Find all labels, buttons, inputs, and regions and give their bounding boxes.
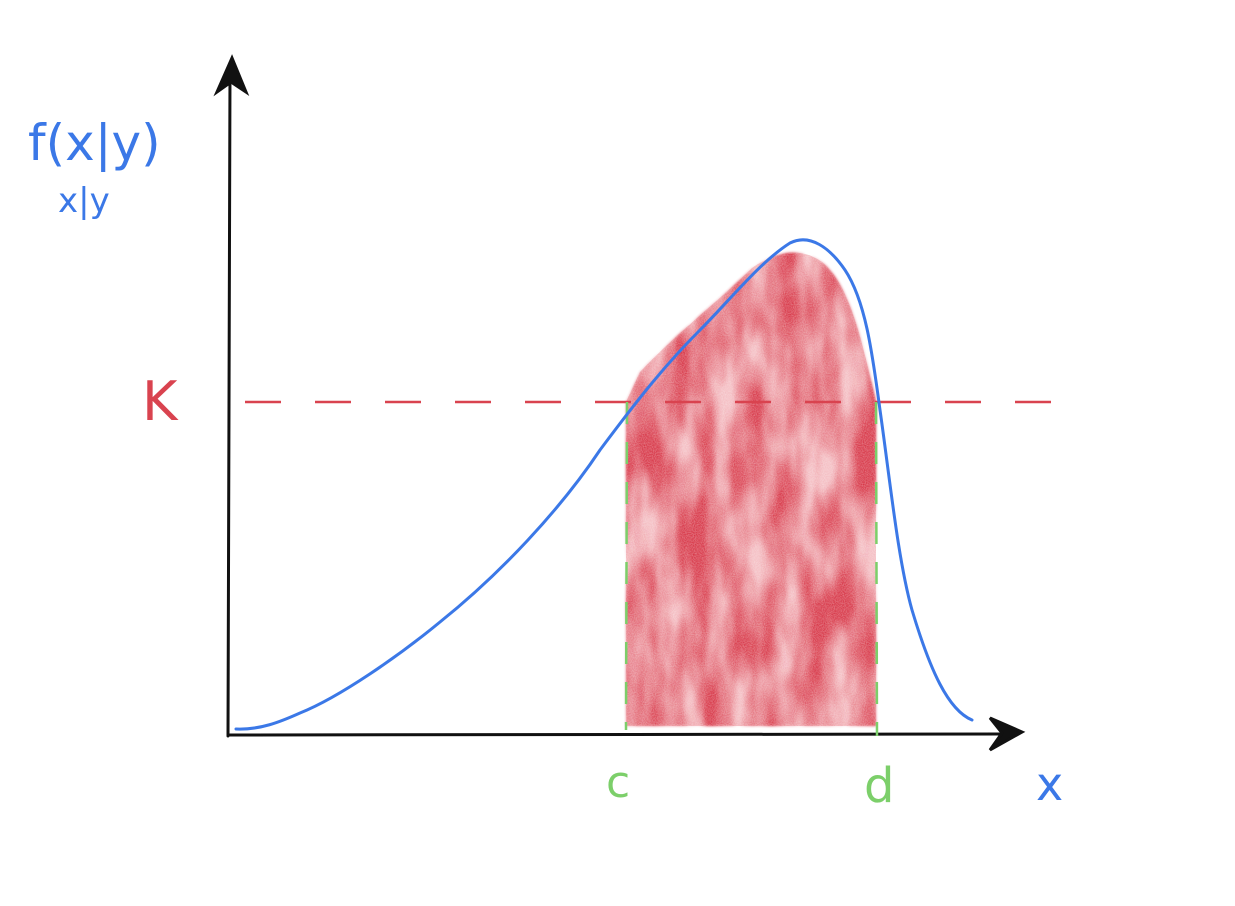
axes [213,54,1026,752]
interval-end-line [874,401,879,737]
interval-end-label: d [864,758,894,814]
density-curve [234,238,974,731]
shaded-region-grain [626,252,876,726]
interval-start-line [624,401,629,731]
y-axis-label: f(x|y) [28,114,161,172]
interval-start-label: c [606,757,630,808]
x-axis-line [228,732,1006,737]
y-axis-sublabel: x|y [58,181,110,221]
shaded-region [626,252,876,726]
x-axis-label: x [1036,757,1063,811]
y-axis-arrowhead [213,54,250,97]
threshold-label: K [142,370,179,433]
y-axis-line [226,70,232,738]
x-axis-arrowhead [988,716,1026,752]
